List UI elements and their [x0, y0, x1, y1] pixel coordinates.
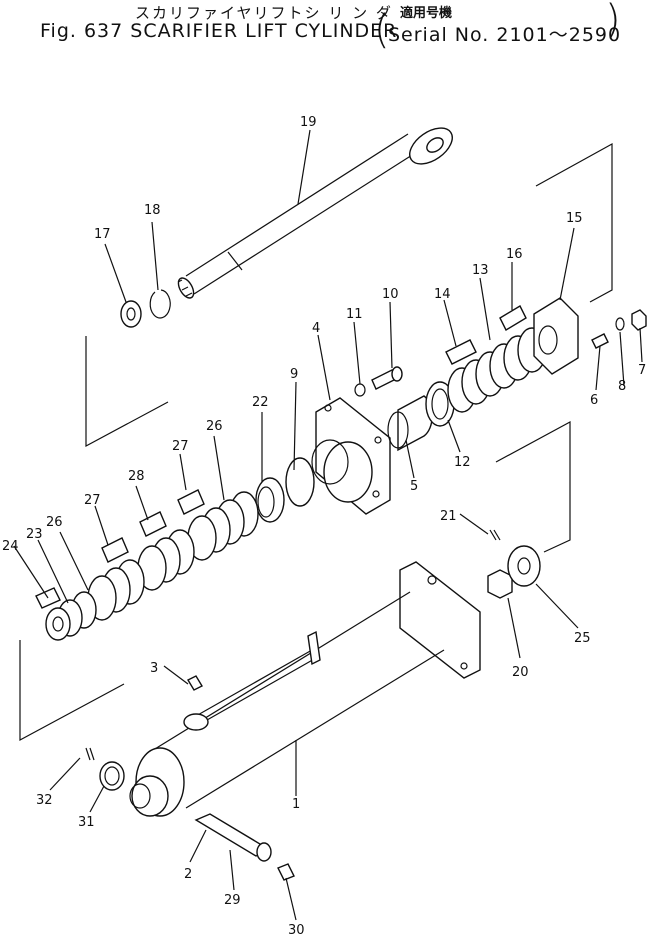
cylinder-tube	[129, 561, 481, 817]
callout-13: 13	[472, 263, 489, 278]
pipe-elbow	[307, 630, 321, 666]
callout-21: 21	[440, 509, 457, 524]
callout-30: 30	[288, 923, 305, 938]
callout-27: 27	[172, 439, 189, 454]
grease-fitting-30	[277, 863, 295, 881]
screw-6	[591, 333, 609, 349]
callout-15: 15	[566, 211, 583, 226]
cotter-pin-21	[489, 529, 501, 541]
callout-32: 32	[36, 793, 53, 808]
callout-19: 19	[300, 115, 317, 130]
callout-labels: 19 18 17 10 11 4 9 22 26 27 28 27 26 23 …	[2, 115, 646, 938]
snap-ring-31	[99, 761, 125, 791]
callout-14: 14	[434, 287, 451, 302]
assembly-frame-lines	[19, 142, 613, 742]
close-paren: )	[605, 0, 621, 43]
callout-25: 25	[574, 631, 591, 646]
callout-22: 22	[252, 395, 269, 410]
washer-11	[354, 383, 366, 397]
pipe-fitting	[183, 713, 209, 731]
grease-fitting-3	[187, 675, 203, 691]
open-paren: (	[374, 7, 390, 53]
callout-6: 6	[590, 393, 598, 408]
serial-range: Serial No. 2101～2590	[388, 24, 622, 46]
callout-1: 1	[292, 797, 300, 812]
callout-31: 31	[78, 815, 95, 830]
callout-24: 24	[2, 539, 19, 554]
callout-18: 18	[144, 203, 161, 218]
callout-29: 29	[224, 893, 241, 908]
title-japanese-note: 適用号機	[400, 6, 453, 21]
callout-3: 3	[150, 661, 158, 676]
figure-title: Fig. 637 SCARIFIER LIFT CYLINDER	[40, 20, 398, 42]
washer-8	[615, 317, 625, 331]
callout-9: 9	[290, 367, 298, 382]
callout-16: 16	[506, 247, 523, 262]
callout-4: 4	[312, 321, 320, 336]
callout-5: 5	[410, 479, 418, 494]
washer-25	[507, 545, 541, 587]
callout-26: 26	[206, 419, 223, 434]
washer-17	[120, 300, 142, 328]
callout-28: 28	[128, 469, 145, 484]
leader-lines	[13, 129, 643, 921]
callout-12: 12	[454, 455, 471, 470]
cotter-pin-32	[85, 747, 95, 761]
callout-11: 11	[346, 307, 363, 322]
callout-10: 10	[382, 287, 399, 302]
oil-pipe	[195, 649, 317, 725]
nut-7	[631, 309, 647, 331]
callout-27: 27	[84, 493, 101, 508]
callout-17: 17	[94, 227, 111, 242]
piston-seal-stack	[35, 457, 315, 641]
rod-packing-set	[425, 297, 579, 427]
cylinder-head	[311, 397, 391, 515]
callout-26: 26	[46, 515, 63, 530]
piston-rod	[177, 127, 453, 299]
callout-8: 8	[618, 379, 626, 394]
nut-20	[487, 569, 513, 599]
snap-ring-18	[149, 289, 171, 319]
callout-2: 2	[184, 867, 192, 882]
callout-7: 7	[638, 363, 646, 378]
title-japanese: スカリファイヤリフトシ リ ン ダ	[135, 4, 393, 22]
callout-23: 23	[26, 527, 43, 542]
callout-20: 20	[512, 665, 529, 680]
